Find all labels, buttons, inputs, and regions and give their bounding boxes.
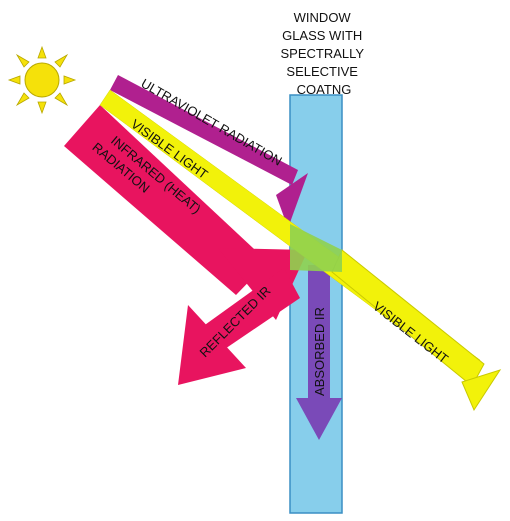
glass-title-line: GLASS WITH — [282, 28, 362, 43]
infrared-band — [64, 105, 268, 295]
glass-title-line: SELECTIVE — [286, 64, 358, 79]
glass-title: WINDOW GLASS WITH SPECTRALLY SELECTIVE C… — [281, 10, 368, 97]
glass-title-line: SPECTRALLY — [281, 46, 365, 61]
absorbed-ir-label: ABSORBED IR — [312, 307, 327, 396]
absorbed-ir-band — [308, 265, 330, 398]
ultraviolet-label: ULTRAVIOLET RADIATION — [139, 76, 285, 169]
reflected-ir-band — [202, 268, 300, 355]
visible-light-arrowhead — [461, 369, 502, 412]
glass-title-line: COATNG — [297, 82, 352, 97]
ultraviolet-arrowhead — [276, 173, 308, 228]
glass-title-line: WINDOW — [294, 10, 352, 25]
ultraviolet-band — [110, 75, 298, 185]
visible-light-band-out — [331, 249, 485, 387]
absorbed-ir-arrowhead — [296, 398, 342, 440]
sun-icon — [7, 45, 77, 115]
reflected-ir-arrowhead — [178, 305, 246, 385]
glass-overlap — [290, 224, 342, 272]
